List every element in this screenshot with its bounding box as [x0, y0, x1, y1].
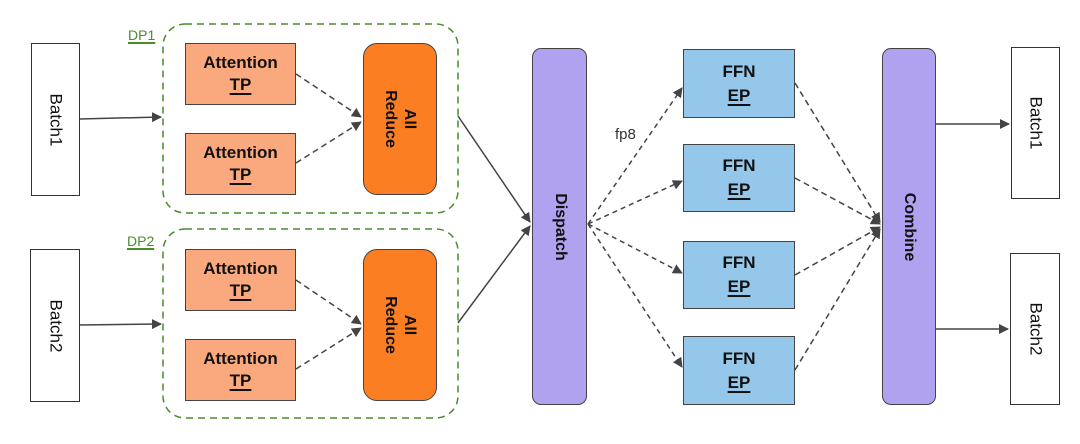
attention-title: Attention [203, 143, 278, 162]
attention-title: Attention [203, 259, 278, 278]
dp2-group-outline [162, 228, 459, 419]
dispatch-label: Dispatch [551, 192, 569, 261]
attention-tp-node: Attention TP [185, 133, 296, 195]
ffn-ep-node: FFN EP [683, 336, 795, 405]
all-reduce-line1: All [400, 108, 418, 130]
all-reduce-line1: All [400, 314, 418, 336]
input-batch1-label: Batch1 [46, 93, 66, 146]
ffn-subtitle: EP [727, 85, 751, 105]
dp2-label: DP2 [127, 233, 155, 249]
all-reduce-node-dp1: All Reduce [363, 43, 437, 195]
edge-attn1-reduce1 [295, 73, 362, 118]
ffn-ep-node: FFN EP [683, 241, 795, 309]
ffn-title: FFN [722, 156, 756, 175]
ffn-subtitle: EP [727, 372, 751, 392]
edge-dispatch-ffn3 [587, 223, 683, 274]
edge-dispatch-ffn2 [587, 180, 683, 225]
ffn-subtitle: EP [727, 180, 751, 199]
attention-title: Attention [203, 53, 278, 72]
fp8-edge-label: fp8 [615, 126, 636, 143]
attention-title: Attention [203, 349, 278, 368]
input-batch2-label: Batch2 [46, 299, 65, 352]
edge-batch1-dp1 [78, 112, 162, 123]
ffn-title: FFN [722, 253, 756, 272]
dp1-group-outline [162, 23, 459, 214]
ffn-subtitle: EP [727, 277, 751, 296]
edge-attn3-reduce2 [295, 279, 362, 325]
attention-subtitle: TP [229, 281, 252, 300]
edge-ffn3-combine [794, 226, 881, 276]
edge-ffn1-combine [794, 82, 881, 223]
edge-batch2-dp2 [78, 319, 162, 330]
edge-attn4-reduce2 [295, 327, 362, 370]
attention-tp-node: Attention TP [185, 43, 296, 105]
attention-subtitle: TP [229, 165, 252, 184]
dispatch-node: Dispatch [532, 48, 587, 405]
ffn-title: FFN [722, 348, 756, 368]
attention-subtitle: TP [229, 371, 252, 390]
edge-dp2-dispatch [457, 225, 531, 324]
output-batch2-node: Batch2 [1010, 253, 1060, 405]
attention-subtitle: TP [229, 75, 252, 94]
ffn-title: FFN [722, 61, 756, 81]
ffn-ep-node: FFN EP [683, 49, 795, 118]
all-reduce-node-dp2: All Reduce [363, 249, 437, 401]
attention-tp-node: Attention TP [185, 249, 296, 311]
attention-tp-node: Attention TP [185, 339, 296, 401]
edge-attn2-reduce1 [295, 121, 362, 164]
all-reduce-line2: Reduce [381, 296, 399, 354]
edge-ffn4-combine [794, 228, 881, 371]
all-reduce-line2: Reduce [381, 90, 399, 148]
output-batch1-node: Batch1 [1011, 47, 1060, 199]
edge-ffn2-combine [794, 177, 881, 225]
output-batch2-label: Batch2 [1026, 302, 1045, 356]
output-batch1-label: Batch1 [1026, 96, 1046, 150]
edge-dispatch-ffn4 [587, 223, 683, 368]
edge-dp1-dispatch [457, 115, 531, 223]
input-batch1-node: Batch1 [31, 43, 80, 196]
combine-node: Combine [882, 48, 936, 405]
ffn-ep-node: FFN EP [683, 144, 795, 212]
input-batch2-node: Batch2 [30, 249, 80, 402]
combine-label: Combine [901, 192, 919, 261]
dp1-label: DP1 [128, 27, 156, 43]
edge-dispatch-ffn1 [587, 87, 683, 225]
